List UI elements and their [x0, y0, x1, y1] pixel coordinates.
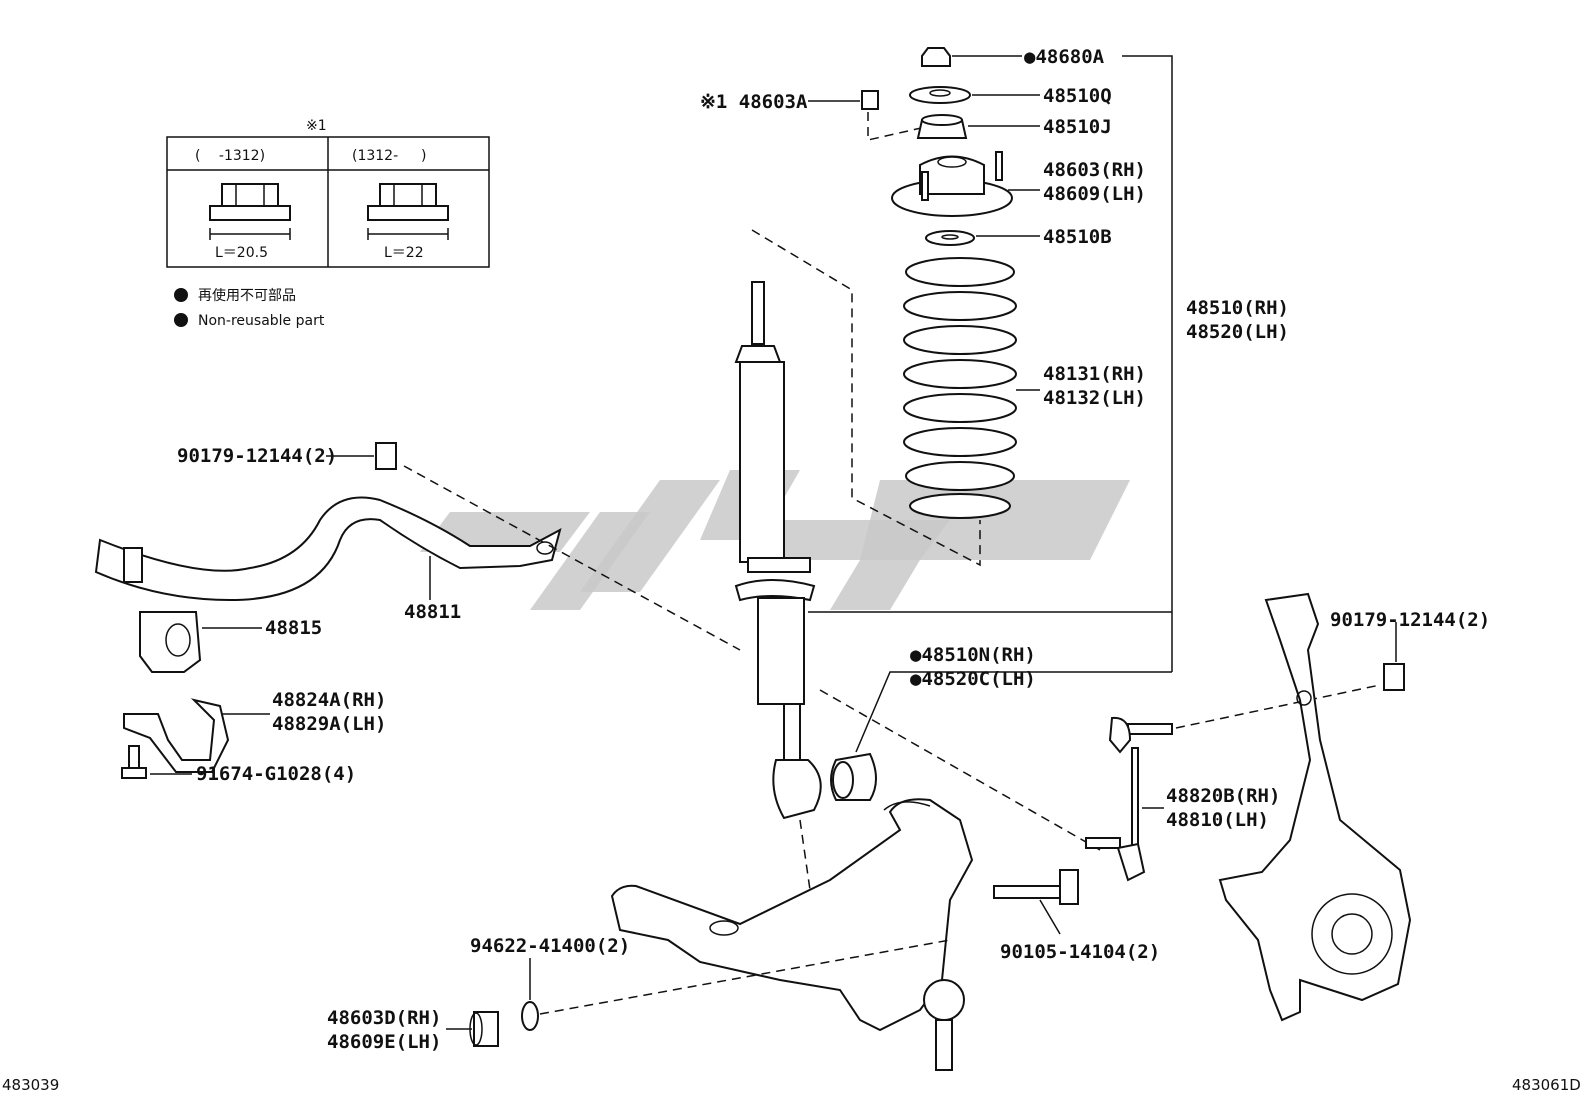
top-nut-48680A[interactable]	[921, 47, 951, 67]
legend-note-en: Non-reusable part	[198, 313, 325, 329]
label-48510: 48510(RH)	[1186, 297, 1289, 319]
label-48609: 48609(LH)	[1043, 183, 1146, 205]
label-90179-left: 90179-12144(2)	[177, 445, 337, 467]
label-94622: 94622-41400(2)	[470, 935, 630, 957]
label-48810: 48810(LH)	[1166, 809, 1269, 831]
label-48132: 48132(LH)	[1043, 387, 1146, 409]
legend-col1-header: ( -1312)	[195, 148, 265, 164]
insulator-48510B[interactable]	[925, 230, 975, 246]
label-48820B: 48820B(RH)	[1166, 785, 1280, 807]
label-91674: 91674-G1028(4)	[196, 763, 356, 785]
bullet-icon	[174, 313, 188, 327]
legend-table: ※1 ( -1312) (1312- ) L＝20.5 L＝22 再	[166, 118, 490, 329]
bound-stopper-48510J[interactable]	[916, 114, 968, 139]
bushing-48510N[interactable]	[830, 752, 877, 801]
legend-col2-value: L＝22	[384, 245, 424, 261]
label-48609E: 48609E(LH)	[327, 1031, 441, 1053]
stabilizer-link-48820B[interactable]	[1085, 716, 1173, 882]
coil-spring-48131[interactable]	[903, 257, 1017, 519]
label-48510J: 48510J	[1043, 116, 1112, 138]
label-48131: 48131(RH)	[1043, 363, 1146, 385]
label-48680A: ●48680A	[1024, 46, 1105, 68]
label-48603D: 48603D(RH)	[327, 1007, 441, 1029]
legend-col1-value: L＝20.5	[215, 245, 268, 261]
bushing-90179-right[interactable]	[1383, 663, 1405, 691]
steering-knuckle[interactable]	[1218, 592, 1412, 1022]
label-48829A: 48829A(LH)	[272, 713, 386, 735]
label-90105: 90105-14104(2)	[1000, 941, 1160, 963]
stabilizer-bar-48811[interactable]	[94, 496, 562, 602]
label-48811: 48811	[404, 601, 461, 623]
label-48603A: ※1 48603A	[700, 91, 808, 113]
label-48510Q: 48510Q	[1043, 85, 1112, 107]
legend-col2-header: (1312- )	[352, 148, 427, 164]
washer-94622[interactable]	[521, 1001, 539, 1031]
footer-left-code: 483039	[2, 1076, 59, 1094]
bolt-90105[interactable]	[993, 869, 1079, 905]
label-48510N: ●48510N(RH)	[910, 644, 1036, 666]
bushing-90179-left[interactable]	[375, 442, 397, 470]
legend-mark: ※1	[306, 118, 327, 134]
label-48510B: 48510B	[1043, 226, 1112, 248]
label-48520C: ●48520C(LH)	[910, 668, 1036, 690]
label-48815: 48815	[265, 617, 322, 639]
legend-note-jp: 再使用不可部品	[198, 287, 296, 304]
washer-48510Q[interactable]	[909, 86, 971, 104]
label-48824A: 48824A(RH)	[272, 689, 386, 711]
label-90179-right: 90179-12144(2)	[1330, 609, 1490, 631]
label-48603: 48603(RH)	[1043, 159, 1146, 181]
support-48603[interactable]	[891, 151, 1013, 217]
nut-long-icon	[367, 183, 449, 240]
lower-arm[interactable]	[610, 798, 974, 1071]
footer-right-code: 483061D	[1512, 1076, 1581, 1094]
bushing-48603D[interactable]	[469, 1011, 499, 1047]
bolt-91674[interactable]	[121, 745, 147, 779]
bullet-icon	[174, 288, 188, 302]
bushing-48815[interactable]	[139, 611, 202, 673]
nut-48603A[interactable]	[861, 90, 879, 110]
nut-short-icon	[209, 183, 291, 240]
shock-absorber[interactable]	[734, 281, 822, 820]
label-48520: 48520(LH)	[1186, 321, 1289, 343]
bracket-48824A[interactable]	[123, 698, 230, 773]
